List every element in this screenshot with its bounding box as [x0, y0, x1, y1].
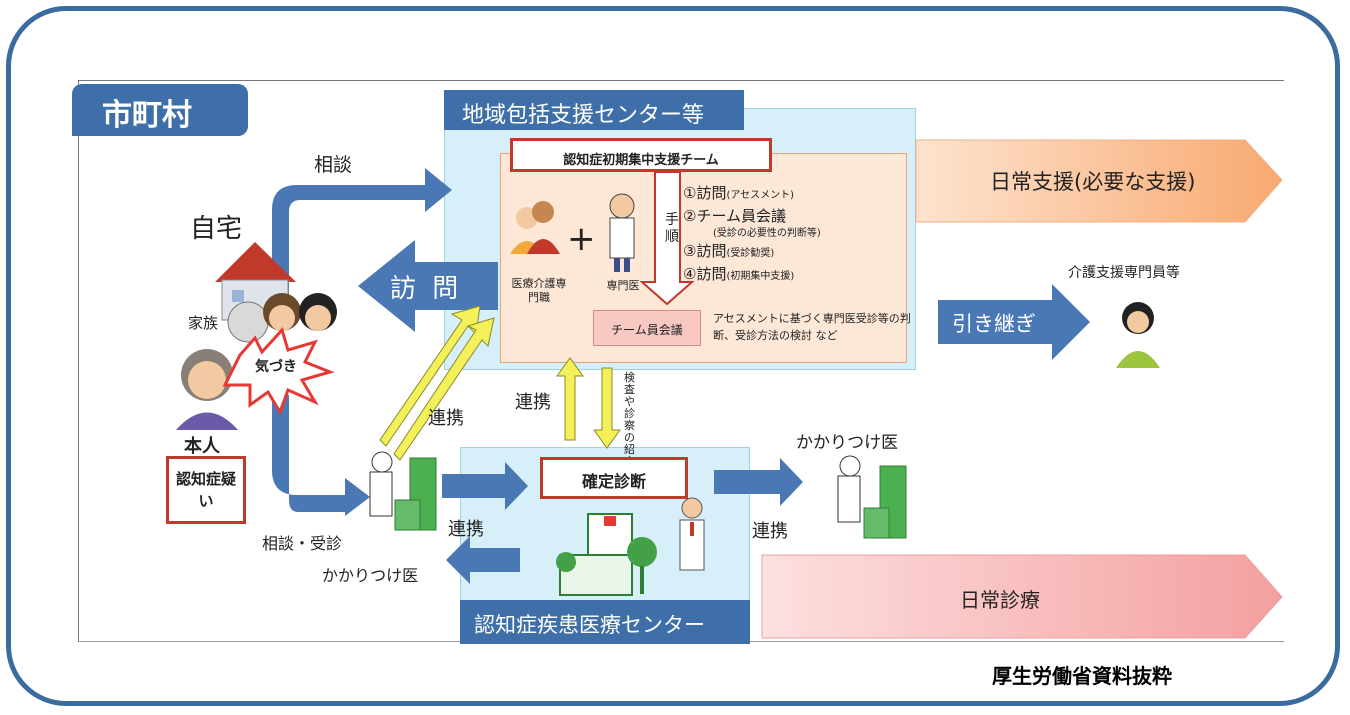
medical-center-footer: 認知症疾患医療センター	[460, 600, 750, 644]
procedure-label: 手順	[665, 212, 679, 245]
yellow-vertical-arrows	[556, 357, 621, 449]
specialist-label: 専門医	[606, 279, 640, 292]
gp-left-label: かかりつけ医	[322, 566, 419, 585]
gp-center-link-label: 連携	[428, 408, 464, 429]
medical-to-gp-arrow	[446, 536, 520, 584]
consult-flow-arrow	[272, 168, 452, 300]
exam-referral-label: 検査や診察の紹介	[624, 371, 635, 468]
step-4: ④訪問(初期集中支援)	[683, 265, 795, 283]
notice-label: 気づき	[255, 359, 297, 375]
dementia-suspected-box: 認知症疑い	[166, 456, 246, 524]
visit-label: 訪 問	[390, 274, 463, 304]
visit-arrow	[358, 240, 498, 332]
home-label: 自宅	[190, 214, 243, 244]
support-center-header: 地域包括支援センター等	[444, 90, 744, 130]
patient-icon	[176, 349, 238, 430]
care-staff-label: 医療介護専門職	[511, 277, 567, 304]
consult-label: 相談	[314, 154, 353, 176]
care-manager-icon	[1116, 302, 1160, 368]
procedure-arrow	[639, 171, 695, 306]
care-manager-label: 介護支援専門員等	[1068, 265, 1180, 281]
specialist-icon	[609, 193, 635, 272]
daily-support-label: 日常支援(必要な支援)	[990, 170, 1196, 194]
gp-left-icon	[369, 451, 437, 531]
initial-support-team-title: 認知症初期集中支援チーム	[510, 138, 772, 172]
daily-support-arrow	[915, 139, 1283, 223]
notice-burst-icon	[222, 327, 335, 416]
handover-label: 引き継ぎ	[952, 312, 1036, 336]
team-meeting-box: チーム員会議	[593, 310, 701, 346]
patient-label: 本人	[184, 436, 220, 457]
center-doctor-icon	[679, 497, 705, 571]
procedure-steps: ①訪問(アセスメント) ②チーム員会議 (受診の必要性の判断等) ③訪問(受診勧…	[683, 183, 883, 287]
step-1: ①訪問(アセスメント)	[683, 184, 795, 202]
gp-to-medical-arrow	[442, 462, 528, 510]
gp-flow-arrow	[272, 395, 370, 516]
gp-right-label: かかりつけ医	[796, 433, 899, 453]
family-label: 家族	[188, 314, 219, 332]
plus-sign-icon: +	[567, 219, 596, 259]
step-2-note: (受診の必要性の判断等)	[713, 228, 821, 239]
support-medical-link-label: 連携	[515, 392, 551, 413]
hospital-icon	[556, 513, 657, 596]
diagnosis-to-gp-arrow	[714, 458, 803, 506]
care-staff-icon	[510, 201, 560, 254]
step-3: ③訪問(受診勧奨)	[683, 242, 775, 260]
diagnosis-gp-link-label: 連携	[752, 521, 788, 542]
gp-right-icon	[837, 455, 907, 539]
source-credit: 厚生労働省資料抜粋	[992, 664, 1172, 688]
daily-care-label: 日常診療	[960, 588, 1040, 612]
daily-care-arrow	[761, 554, 1283, 639]
team-meeting-description: アセスメントに基づく専門医受診等の判断、受診方法の検討 など	[713, 312, 911, 342]
handover-arrow	[938, 284, 1090, 360]
definitive-diagnosis-box: 確定診断	[540, 457, 688, 499]
gp-left-consult-label: 相談・受診	[262, 534, 343, 553]
municipality-tab: 市町村	[72, 84, 248, 136]
yellow-link-arrows	[379, 305, 495, 461]
gp-medical-link-label: 連携	[448, 519, 484, 540]
family-icon	[227, 293, 337, 343]
outer-frame	[6, 6, 1340, 706]
step-2: ②チーム員会議	[683, 207, 786, 225]
